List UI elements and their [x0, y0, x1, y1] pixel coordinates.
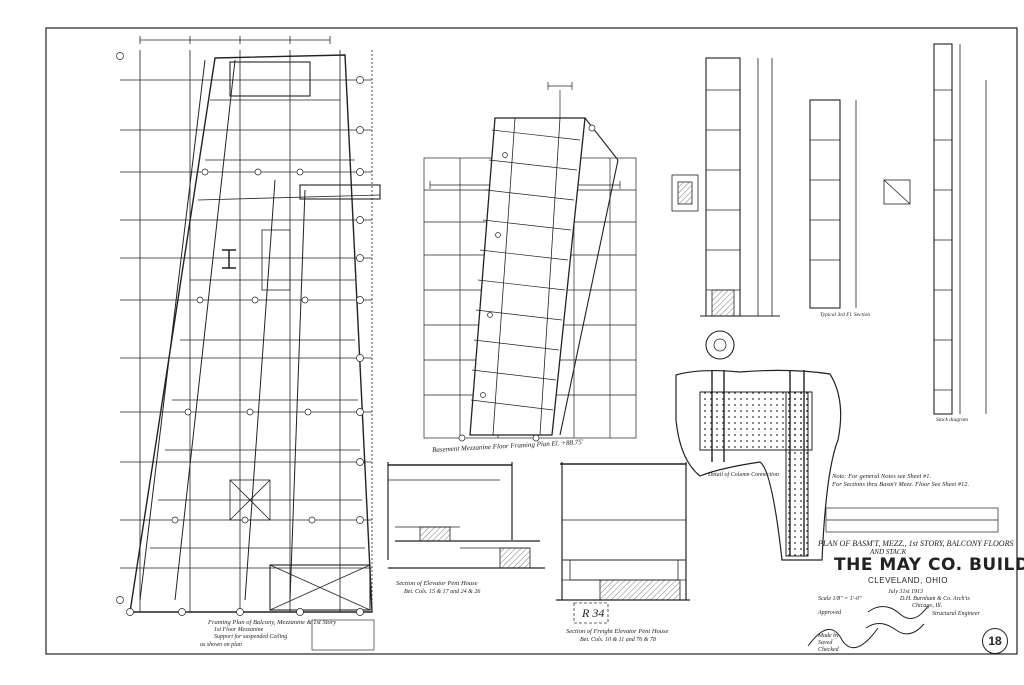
note-box	[311, 619, 375, 651]
framing-plan-subcaption-2: Support for suspended Ceiling	[214, 634, 288, 640]
freight-elevator-section	[556, 462, 690, 601]
stack-diagram-caption: Stack diagram	[936, 417, 968, 423]
building-title: THE MAY CO. BUILDING	[834, 555, 1024, 575]
checked-label: Checked	[818, 647, 839, 653]
city-label: CLEVELAND, OHIO	[868, 576, 948, 585]
plan-title-line-1: PLAN OF BASM'T, MEZZ., 1st STORY, BALCON…	[818, 539, 1014, 548]
freight-section-ref: Bet. Cols. 10 & 11 and 76 & 78	[580, 637, 656, 643]
firm-city: Chicago, Ill.	[912, 603, 943, 609]
passenger-section-caption: Section of Elevator Pent House	[396, 580, 478, 587]
tall-elevation	[671, 57, 780, 317]
general-note-1: Note: For general Notes see Sheet #1.	[832, 473, 932, 480]
passenger-section-ref: Bet. Cols. 15 & 17 and 24 & 26	[404, 589, 481, 595]
medium-elevation	[809, 99, 911, 309]
saved-label: Saved	[818, 640, 833, 646]
column-markers-left	[116, 52, 364, 616]
stack-elevation	[933, 43, 987, 415]
basement-mezzanine-plan	[423, 82, 637, 439]
made-by-label: Made by	[818, 633, 839, 639]
approved-label: Approved	[818, 610, 842, 616]
passenger-elevator-section	[387, 462, 545, 569]
column-connection-detail	[675, 330, 842, 561]
date-label: July 31st 1913	[888, 589, 923, 595]
column-detail-caption: Detail of Column Connection	[708, 472, 779, 478]
framing-plan-caption: Framing Plan of Balcony, Mezzanine & 1st…	[208, 619, 337, 626]
general-note-2: For Sections thru Basm't Mezz. Floor See…	[832, 481, 970, 488]
main-framing-plan	[120, 36, 381, 613]
title-block	[807, 507, 999, 649]
firm-name: D.H. Burnham & Co. Arch'ts	[900, 596, 970, 602]
framing-plan-subcaption-1: 1st Floor Mezzanine	[214, 627, 264, 633]
scale-label: Scale 1/8" = 1'-0"	[818, 596, 862, 602]
stamp-label: R 34	[582, 606, 605, 620]
freight-section-caption: Section of Freight Elevator Pent House	[566, 628, 669, 635]
framing-plan-subcaption-3: as shown on plan	[200, 642, 242, 648]
structural-engineer-label: Structural Engineer	[932, 611, 980, 617]
plan-title-line-2: AND STACK	[870, 548, 907, 556]
sheet-border	[45, 27, 1018, 655]
sheet-number: 18	[982, 628, 1008, 654]
column-markers-center	[458, 124, 596, 442]
stamp-box	[573, 602, 609, 624]
typical-section-caption: Typical 3rd Fl. Section	[820, 312, 871, 318]
